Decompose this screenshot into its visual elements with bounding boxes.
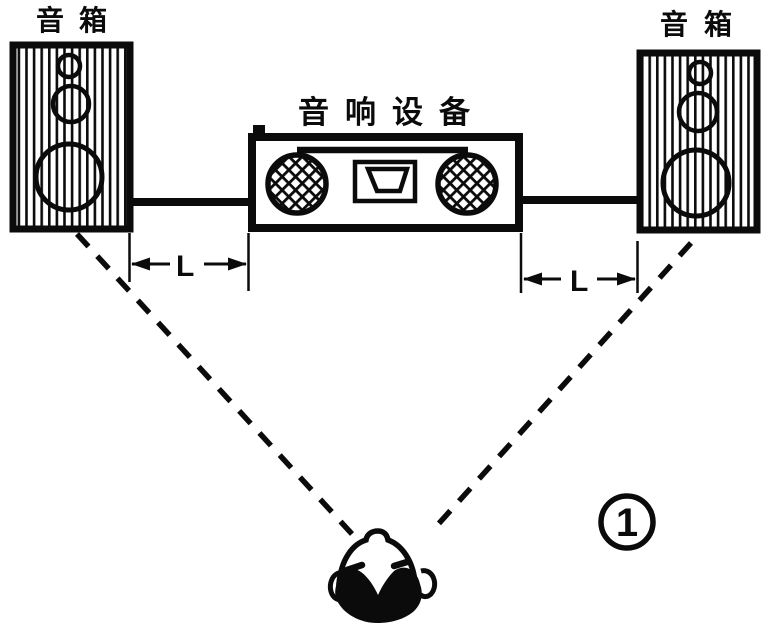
left-speaker-cabinet [9, 41, 134, 233]
arrow-right-icon [228, 257, 247, 271]
right-speaker-label: 音箱 [660, 8, 748, 40]
arrow-right-icon [617, 272, 636, 286]
right-speaker [636, 49, 761, 234]
left-distance-dimension: L [128, 233, 250, 291]
right-speaker-midrange-icon [676, 90, 720, 134]
arrow-left-icon [523, 272, 542, 286]
figure-marker-circle [598, 493, 656, 551]
figure-marker: 1 [598, 493, 656, 551]
audio-device [248, 125, 523, 232]
device-antenna-nub [253, 125, 265, 135]
right-speaker-tweeter-icon [686, 59, 714, 87]
arrow-left-icon [131, 257, 150, 271]
device-label: 音响设备 [298, 95, 486, 130]
cassette-tape-icon [364, 166, 411, 194]
right-distance-dimension: L [519, 233, 639, 298]
left-speaker-tweeter-icon [55, 52, 83, 80]
right-ear-icon [417, 568, 438, 600]
right-eyebrow-icon [390, 558, 411, 570]
right-speaker-woofer-icon [660, 147, 732, 219]
right-distance-label: L [570, 265, 588, 298]
left-speaker [9, 41, 134, 233]
left-speaker-midrange-icon [50, 83, 92, 125]
skull-outline [336, 528, 418, 585]
left-distance-label: L [176, 250, 194, 283]
hair-icon [335, 567, 422, 623]
left-eyebrow-icon [343, 561, 366, 574]
device-right-speaker-grille-icon [435, 152, 499, 216]
left-speaker-woofer-icon [33, 141, 105, 213]
left-sound-path-dashed-line [74, 232, 355, 536]
figure-number: 1 [616, 501, 638, 545]
right-speaker-cabinet [636, 49, 761, 234]
device-left-speaker-grille-icon [265, 152, 329, 216]
listener-head [327, 528, 438, 623]
left-speaker-label: 音箱 [36, 4, 122, 36]
right-sound-path-dashed-line [430, 241, 694, 532]
